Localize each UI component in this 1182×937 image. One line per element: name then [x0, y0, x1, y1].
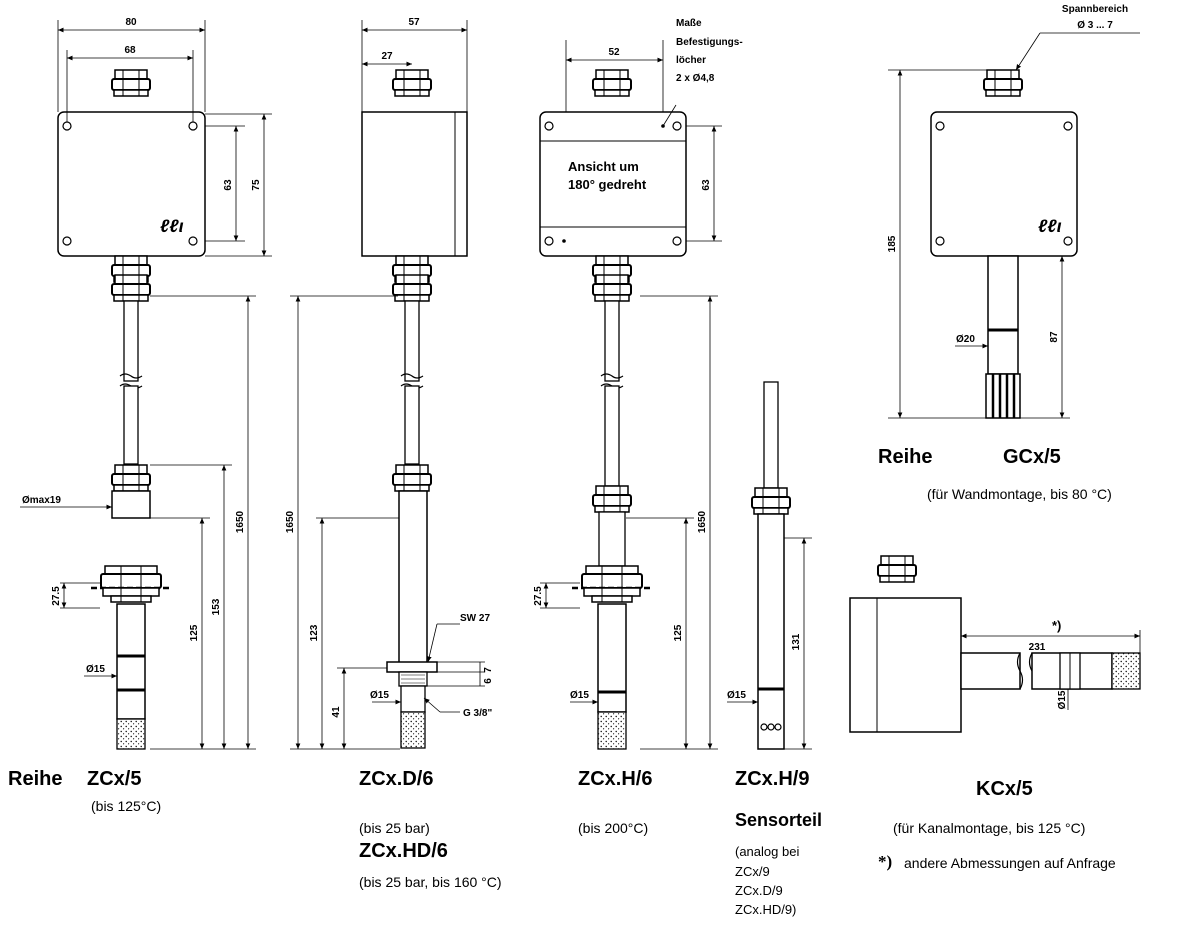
kcx5-housing	[849, 597, 962, 733]
zcxh9-note-4: ZCx.HD/9)	[735, 902, 797, 917]
dim-125: 125	[189, 624, 200, 641]
gcx5-series-label: Reihe	[878, 446, 933, 468]
dim-131: 131	[791, 633, 802, 650]
dim-63-h6: 63	[701, 179, 712, 191]
zcxd6-range: (bis 25 bar)	[359, 820, 430, 836]
holes-note-3: löcher	[676, 55, 706, 66]
zcx5-title: ZCx/5	[87, 768, 142, 790]
holes-note-4: 2 x Ø4,8	[676, 73, 715, 84]
gcx5-title: GCx/5	[1003, 446, 1061, 468]
dim-123: 123	[309, 624, 320, 641]
dim-1650-h6: 1650	[697, 510, 708, 533]
dim-1650-d6: 1650	[285, 510, 296, 533]
dim-27: 27	[381, 51, 393, 62]
zcxh6-drawing: Ansicht um 180° gedreht 52 63 1650 125	[533, 18, 743, 750]
dim-sw27: SW 27	[460, 613, 490, 624]
dim-63: 63	[223, 179, 234, 191]
dim-41: 41	[331, 706, 342, 718]
holes-note-2: Befestigungs-	[676, 37, 743, 48]
dim-27-5: 27.5	[51, 586, 62, 606]
zcxh9-drawing: 131 Ø15	[727, 381, 812, 750]
kcx5-range: (für Kanalmontage, bis 125 °C)	[893, 820, 1086, 836]
kcx5-drawing: 231 *) Ø15	[849, 555, 1141, 733]
zcxh9-note-1: (analog bei	[735, 844, 800, 859]
dim-6: 6	[483, 678, 494, 684]
dim-7: 7	[483, 667, 494, 673]
footnote-text: andere Abmessungen auf Anfrage	[904, 855, 1116, 871]
dim-d15-h9: Ø15	[727, 690, 746, 701]
dim-75: 75	[251, 179, 262, 191]
zcxh9-subtitle: Sensorteil	[735, 810, 823, 830]
dim-68: 68	[124, 45, 136, 56]
zcx5-series-label: Reihe	[8, 768, 63, 790]
footnote-star: *)	[878, 852, 893, 871]
footnote-marker: *)	[1052, 618, 1061, 633]
gcx5-range: (für Wandmontage, bis 80 °C)	[927, 486, 1112, 502]
zcxhd6-range: (bis 25 bar, bis 160 °C)	[359, 874, 502, 890]
logo-icon: ℓℓι	[1038, 216, 1062, 236]
dim-1650: 1650	[235, 510, 246, 533]
zcxhd6-title: ZCx.HD/6	[359, 840, 448, 862]
dim-231: 231	[1029, 642, 1046, 653]
zcxh9-note-2: ZCx/9	[735, 864, 770, 879]
dim-153: 153	[211, 598, 222, 615]
clamp-range-label: Spannbereich	[1062, 4, 1128, 15]
zcxh6-title: ZCx.H/6	[578, 768, 653, 790]
dim-52: 52	[608, 47, 620, 58]
dim-57: 57	[408, 17, 420, 28]
dim-27-5-h6: 27.5	[533, 586, 544, 606]
logo-icon: ℓℓι	[160, 216, 184, 236]
rotated-view-note-2: 180° gedreht	[568, 177, 647, 192]
kcx5-title: KCx/5	[976, 778, 1033, 800]
dim-d15-kc: Ø15	[1057, 690, 1068, 709]
dim-g38: G 3/8"	[463, 708, 492, 719]
holes-note-1: Maße	[676, 18, 702, 29]
zcx5-range: (bis 125°C)	[91, 798, 162, 814]
dim-d15-h6: Ø15	[570, 690, 589, 701]
zcxh9-note-3: ZCx.D/9	[735, 883, 783, 898]
dim-87: 87	[1049, 331, 1060, 343]
dim-d15-d6: Ø15	[370, 690, 389, 701]
zcxd6-title: ZCx.D/6	[359, 768, 434, 790]
zcx5-drawing: ℓℓι 80	[20, 17, 272, 750]
zcxh9-title: ZCx.H/9	[735, 768, 810, 790]
zcxh6-range: (bis 200°C)	[578, 820, 649, 836]
dim-125-h6: 125	[673, 624, 684, 641]
zcxd6-housing	[361, 111, 468, 257]
rotated-view-note: Ansicht um	[568, 159, 639, 174]
zcxd6-drawing: 57 27 1650 123 41 7 6 SW 27 G 3/8" Ø15	[285, 17, 494, 750]
dim-d15: Ø15	[86, 664, 105, 675]
dim-max-19: Ømax19	[22, 495, 61, 506]
dim-80: 80	[125, 17, 137, 28]
clamp-range-value: Ø 3 ... 7	[1077, 20, 1113, 31]
gcx5-drawing: ℓℓι 185 87 Ø20 Spannbereich Ø 3 ... 7	[887, 4, 1140, 419]
dim-d20: Ø20	[956, 334, 975, 345]
dim-185: 185	[887, 235, 898, 252]
